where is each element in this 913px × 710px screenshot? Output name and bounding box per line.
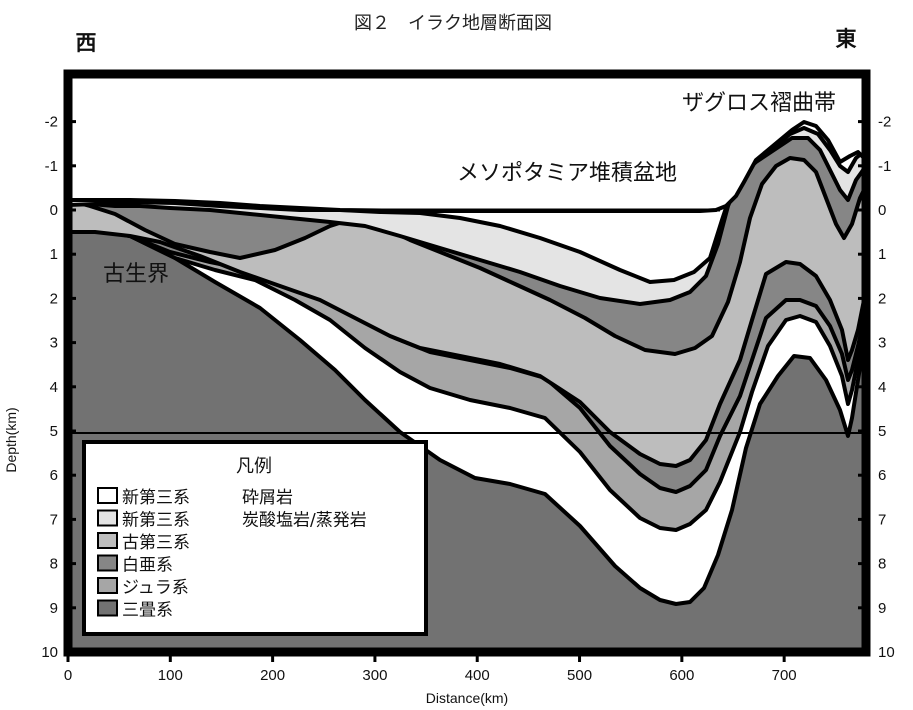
- legend-item-label: 三畳系: [122, 601, 173, 621]
- x-tick-label: 200: [260, 667, 285, 684]
- x-axis-label: Distance(km): [426, 690, 508, 706]
- mesopotamia-label: メソポタミア堆積盆地: [457, 161, 677, 186]
- y-axis-label: Depth(km): [3, 407, 19, 472]
- y-tick-label-right: 0: [878, 202, 886, 219]
- y-tick-label-left: 7: [50, 511, 58, 528]
- y-tick-label-left: 9: [50, 600, 58, 617]
- y-tick-label-right: 7: [878, 511, 886, 528]
- legend-item-label: 新第三系: [122, 511, 190, 531]
- y-tick-label-right: 5: [878, 423, 886, 440]
- y-tick-label-left: 3: [50, 335, 58, 352]
- sky-area: [68, 74, 866, 211]
- y-tick-label-left: 4: [50, 379, 58, 396]
- y-tick-label-left: 2: [50, 290, 58, 307]
- legend-swatch: [97, 577, 118, 594]
- ground-surface-line: [68, 120, 866, 213]
- legend-box: [82, 440, 428, 636]
- x-tick-label: 700: [772, 667, 797, 684]
- legend-swatch: [97, 599, 118, 617]
- y-tick-label-right: 8: [878, 556, 886, 573]
- x-tick-label: 400: [465, 667, 490, 684]
- legend-item-label: 新第三系: [122, 488, 190, 508]
- east-label: 東: [836, 27, 857, 51]
- y-tick-label-right: 6: [878, 467, 886, 484]
- plot-frame: [63, 69, 871, 657]
- legend-swatch: [97, 554, 118, 572]
- strata-layers: [68, 74, 866, 652]
- legend-title: 凡例: [236, 456, 272, 477]
- x-tick-label: 500: [567, 667, 592, 684]
- y-axis-right: -2 -1 0 1 2 3 4 5 6 7 8 9 10: [858, 114, 895, 661]
- zagros-label: ザグロス褶曲帯: [682, 91, 836, 116]
- y-tick-label-right: 3: [878, 335, 886, 352]
- figure-title: 図２ イラク地層断面図: [354, 13, 552, 34]
- legend-swatch: [97, 509, 118, 527]
- y-tick-label-right: -2: [878, 114, 891, 131]
- y-tick-label-left: 5: [50, 423, 58, 440]
- y-tick-label-left: -1: [45, 158, 58, 175]
- y-tick-label-right: 10: [878, 644, 895, 661]
- y-tick-label-left: 0: [50, 202, 58, 219]
- legend-swatch: [97, 487, 118, 504]
- legend-item-note: 炭酸塩岩/蒸発岩: [242, 511, 367, 531]
- y-tick-label-left: 8: [50, 556, 58, 573]
- paleozoic-label: 古生界: [103, 262, 169, 287]
- y-tick-label-left: 6: [50, 467, 58, 484]
- y-tick-label-right: -1: [878, 158, 891, 175]
- y-tick-label-left: -2: [45, 114, 58, 131]
- y-tick-label-left: 1: [50, 246, 58, 263]
- legend-swatch: [97, 532, 118, 549]
- y-tick-label-right: 1: [878, 246, 886, 263]
- x-axis: 0 100 200 300 400 500 600 700: [64, 652, 797, 684]
- legend-item-label: 古第三系: [122, 533, 190, 553]
- y-tick-label-right: 2: [878, 290, 886, 307]
- y-tick-label-left: 10: [41, 644, 58, 661]
- x-tick-label: 0: [64, 667, 72, 684]
- y-axis-left: -2 -1 0 1 2 3 4 5 6 7 8 9 10: [41, 114, 76, 661]
- legend: 凡例 新第三系砕屑岩新第三系炭酸塩岩/蒸発岩古第三系白亜系ジュラ系三畳系: [82, 440, 428, 636]
- x-tick-label: 600: [669, 667, 694, 684]
- x-tick-label: 300: [362, 667, 387, 684]
- west-label: 西: [76, 31, 97, 55]
- x-tick-label: 100: [158, 667, 183, 684]
- legend-item-label: ジュラ系: [122, 578, 189, 598]
- y-tick-label-right: 9: [878, 600, 886, 617]
- legend-item-note: 砕屑岩: [242, 488, 293, 508]
- y-tick-label-right: 4: [878, 379, 886, 396]
- legend-item-label: 白亜系: [122, 556, 173, 576]
